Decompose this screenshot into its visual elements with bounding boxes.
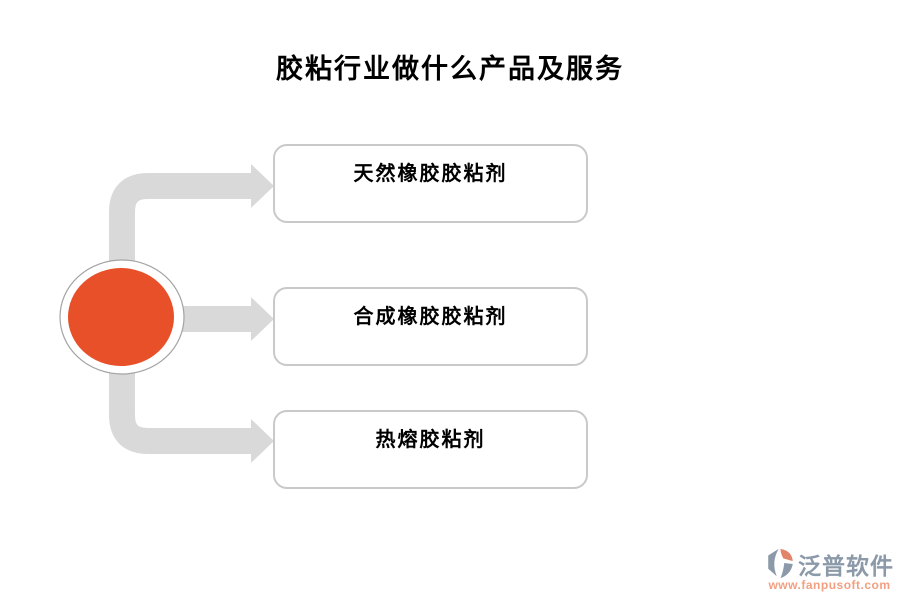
fanpu-pinwheel-icon bbox=[768, 548, 793, 579]
brand-name: 泛普软件 bbox=[798, 553, 894, 579]
hub-circle bbox=[68, 268, 174, 366]
arrowhead-bottom-icon bbox=[251, 419, 274, 463]
arrowhead-top-icon bbox=[251, 164, 274, 208]
page-title: 胶粘行业做什么产品及服务 bbox=[276, 54, 624, 84]
arrowhead-middle-icon bbox=[251, 297, 274, 341]
brand-url: www.fanpusoft.com bbox=[768, 578, 891, 592]
node-label: 热熔胶粘剂 bbox=[375, 429, 486, 451]
brand-row: 泛普软件 bbox=[765, 547, 894, 581]
node-synthetic-rubber-adhesive: 合成橡胶胶粘剂 bbox=[273, 287, 588, 366]
node-label: 合成橡胶胶粘剂 bbox=[353, 306, 508, 328]
brand-footer: 泛普软件 www.fanpusoft.com bbox=[765, 547, 894, 592]
node-natural-rubber-adhesive: 天然橡胶胶粘剂 bbox=[273, 144, 588, 223]
node-label: 天然橡胶胶粘剂 bbox=[353, 163, 508, 185]
connector-top bbox=[109, 173, 251, 310]
node-hot-melt-adhesive: 热熔胶粘剂 bbox=[273, 410, 588, 489]
connector-bottom bbox=[109, 325, 251, 454]
